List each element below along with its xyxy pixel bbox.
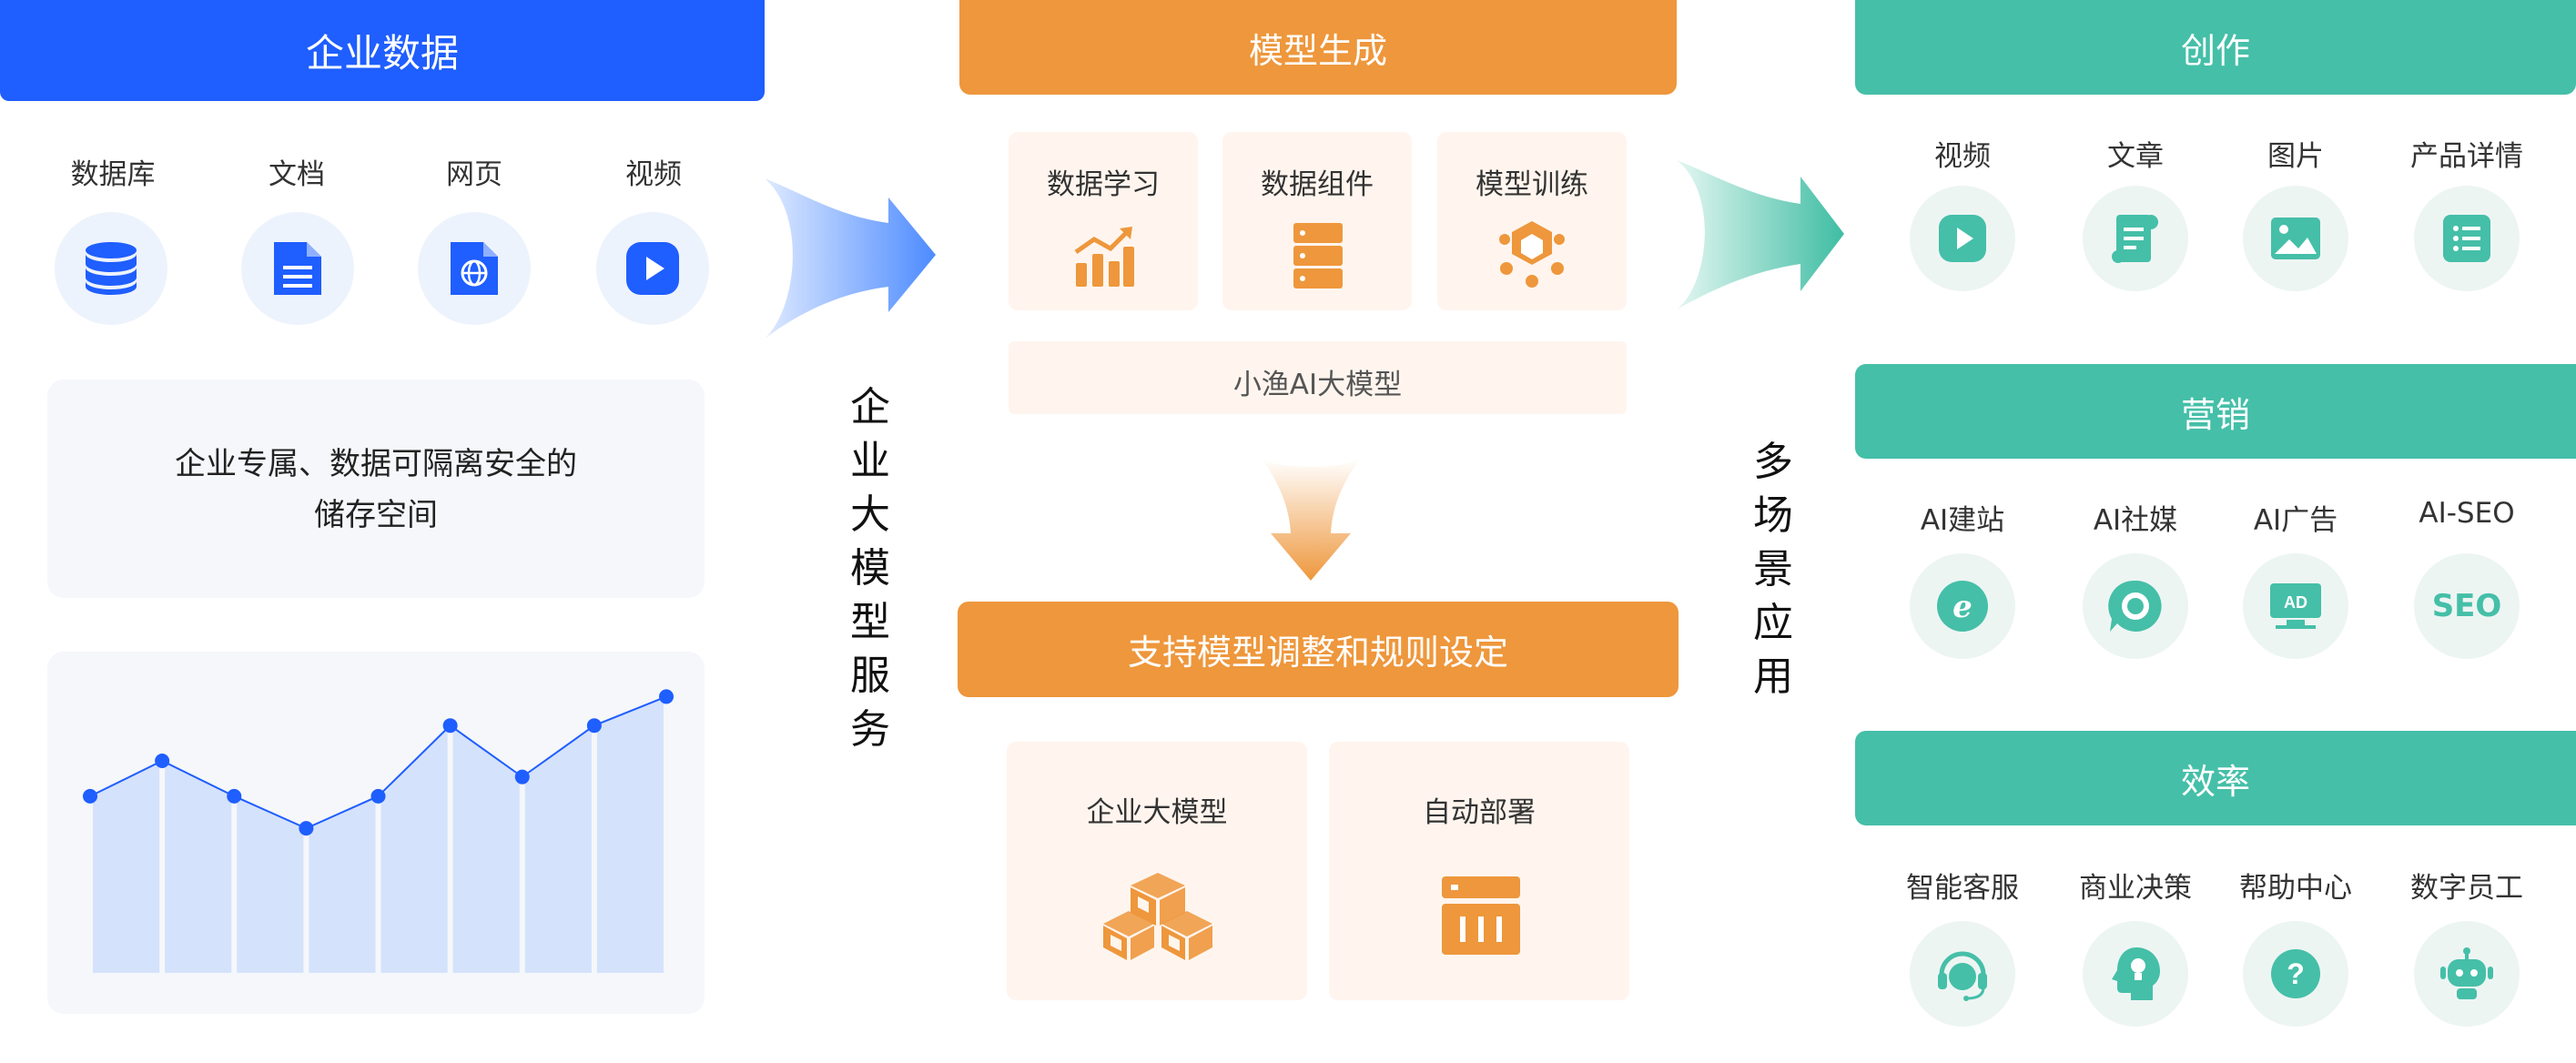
model-name-bar: 小渔AI大模型 (1009, 341, 1627, 414)
step-label: 模型训练 (1476, 168, 1588, 201)
deploy-panel-icon (1442, 876, 1520, 955)
chart-bar (309, 795, 376, 973)
app-label-ai-ads: AI广告 (2253, 504, 2338, 537)
source-label-webpage: 网页 (446, 158, 502, 191)
enterprise-data-header: 企业数据 (0, 0, 765, 101)
step-card-model-training: 模型训练 (1437, 132, 1627, 310)
source-label-document: 文档 (269, 158, 325, 191)
app-label-article: 文章 (2107, 140, 2164, 173)
robot-icon (2414, 921, 2520, 1027)
app-label-product-detail: 产品详情 (2410, 140, 2523, 173)
source-label-database: 数据库 (70, 158, 156, 191)
chart-point (83, 788, 97, 804)
enterprise-data-title: 企业数据 (305, 31, 459, 76)
app-label-smart-service: 智能客服 (1906, 872, 2019, 905)
app-label-business-decision: 商业决策 (2079, 872, 2192, 905)
arrow-to-apps-icon (1677, 160, 1844, 309)
model-generation-header: 模型生成 (959, 0, 1677, 95)
headset-icon (1910, 921, 2015, 1027)
marketing-header: 营销 (1855, 364, 2576, 459)
hexagon-network-icon (1499, 221, 1565, 288)
play-icon (1910, 186, 2015, 291)
head-bulb-icon (2083, 921, 2188, 1027)
ad-icon: AD (2243, 553, 2348, 659)
webpage-icon (418, 212, 531, 325)
chart-point (370, 788, 386, 804)
chart-panel (47, 652, 705, 1014)
question-glyph: ? (2287, 957, 2305, 990)
chart-bar (452, 725, 520, 973)
arrow-down-icon (1262, 459, 1360, 581)
chart-bar (93, 761, 160, 973)
output-card-enterprise-model: 企业大模型 (1007, 742, 1307, 1000)
app-label-ai-social: AI社媒 (2093, 504, 2178, 537)
chart-bar (237, 795, 304, 973)
chart-bar (596, 696, 664, 973)
chart-point (299, 821, 314, 836)
chart-point (586, 718, 602, 734)
chart-point (155, 754, 170, 769)
enterprise-model-service-label: 企 业 大 模 型 服 务 (850, 384, 890, 753)
app-label-ai-seo: AI-SEO (2419, 497, 2515, 530)
chart-point (227, 788, 242, 804)
efficiency-title: 效率 (2180, 761, 2250, 802)
chat-ring-icon (2083, 553, 2188, 659)
chart-bar (380, 725, 448, 973)
adjust-rules-text: 支持模型调整和规则设定 (1127, 633, 1508, 673)
app-label-video: 视频 (1934, 140, 1991, 173)
database-icon (55, 212, 167, 325)
chart-growth-icon (1074, 227, 1134, 287)
chart-point (514, 769, 530, 785)
cubes-icon (1103, 873, 1212, 960)
adjust-rules-banner: 支持模型调整和规则设定 (958, 602, 1678, 697)
document-icon (241, 212, 354, 325)
chart-bar (524, 725, 592, 973)
svg-text:e: e (1952, 589, 1973, 625)
app-label-help-center: 帮助中心 (2239, 872, 2352, 905)
step-card-data-learning: 数据学习 (1009, 132, 1198, 310)
chart-point (442, 718, 458, 734)
model-name-text: 小渔AI大模型 (1232, 369, 1403, 401)
image-icon (2243, 186, 2348, 291)
step-label: 数据学习 (1047, 168, 1160, 201)
ad-glyph: AD (2284, 593, 2307, 612)
seo-icon: SEO (2414, 553, 2520, 659)
list-icon (2414, 186, 2520, 291)
model-generation-title: 模型生成 (1248, 30, 1387, 71)
seo-glyph: SEO (2431, 588, 2502, 624)
arrow-to-model-icon (765, 178, 936, 339)
app-label-ai-site: AI建站 (1920, 504, 2005, 537)
app-label-image: 图片 (2267, 140, 2324, 173)
storage-box: 企业专属、数据可隔离安全的 储存空间 (47, 380, 705, 598)
step-card-data-components: 数据组件 (1222, 132, 1412, 310)
scroll-icon (2083, 186, 2188, 291)
server-stack-icon (1293, 223, 1343, 289)
source-label-video: 视频 (625, 158, 682, 191)
video-icon (596, 212, 709, 325)
output-card-auto-deploy: 自动部署 (1329, 742, 1629, 1000)
question-icon: ? (2243, 921, 2348, 1027)
efficiency-header: 效率 (1855, 731, 2576, 825)
output-label: 企业大模型 (1086, 796, 1228, 829)
trend-chart (83, 689, 674, 973)
storage-text-line1: 企业专属、数据可隔离安全的 (175, 446, 577, 482)
app-label-digital-staff: 数字员工 (2410, 872, 2523, 905)
step-label: 数据组件 (1261, 168, 1374, 201)
storage-text-line2: 储存空间 (314, 497, 438, 533)
creation-title: 创作 (2180, 30, 2250, 71)
ie-browser-icon: e (1910, 553, 2015, 659)
chart-bar (165, 761, 232, 973)
creation-header: 创作 (1855, 0, 2576, 95)
marketing-title: 营销 (2180, 394, 2250, 435)
output-label: 自动部署 (1423, 796, 1536, 829)
multi-scenario-label: 多 场 景 应 用 (1753, 439, 1793, 700)
chart-point (659, 689, 674, 704)
